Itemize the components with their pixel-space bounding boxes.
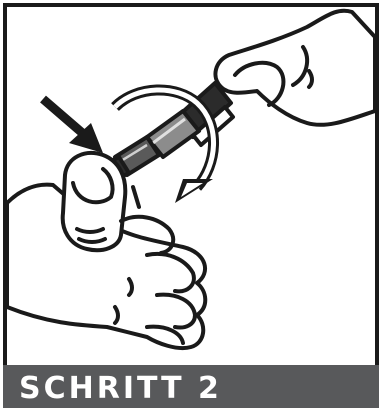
upper-hand-icon xyxy=(211,11,375,125)
lower-hand-icon xyxy=(7,153,205,348)
step-label: SCHRITT 2 xyxy=(19,374,222,404)
instruction-illustration xyxy=(7,7,375,365)
push-arrow-icon xyxy=(43,99,103,153)
step-banner: SCHRITT 2 xyxy=(3,365,379,408)
illustration-panel xyxy=(3,3,379,365)
